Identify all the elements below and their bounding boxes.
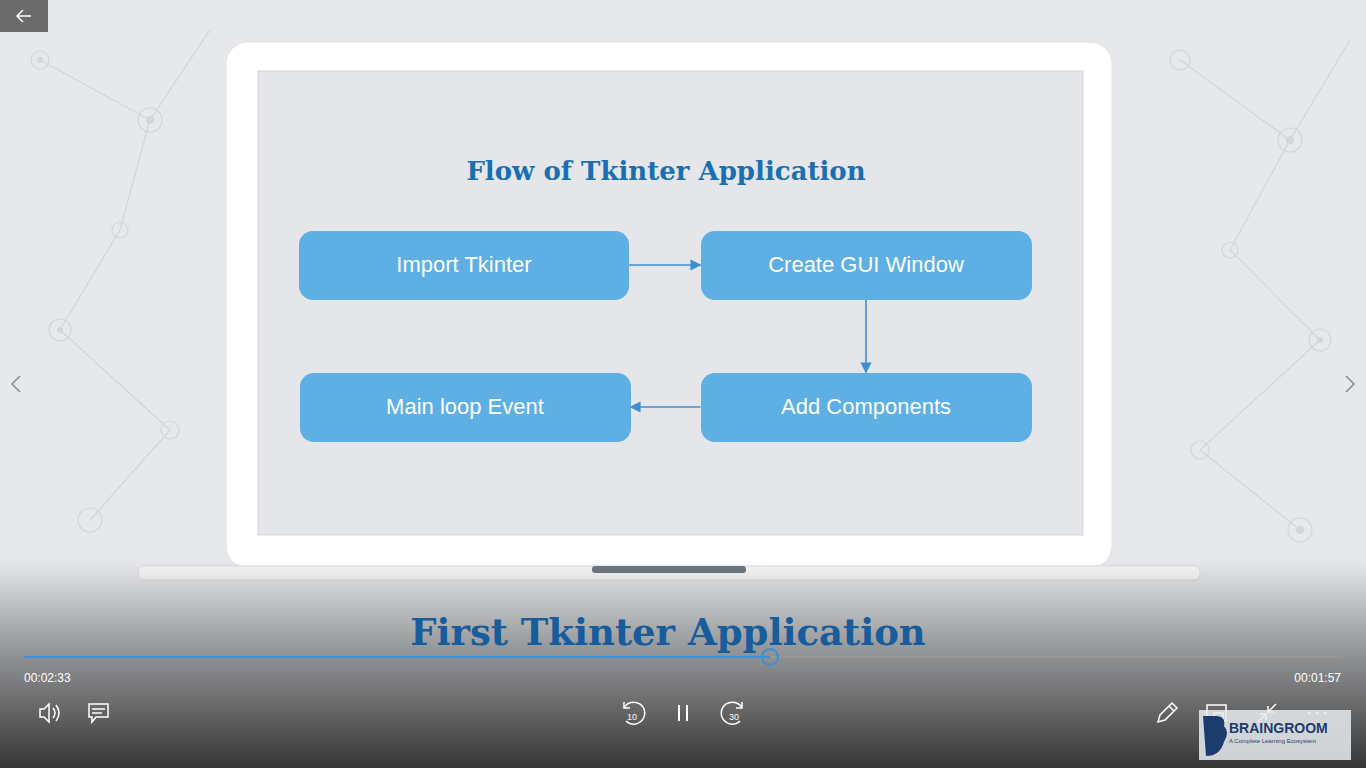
process-box: Import Tkinter bbox=[299, 231, 629, 300]
flow-arrow bbox=[631, 406, 701, 408]
progress-fill bbox=[24, 656, 770, 658]
player-controls bbox=[40, 702, 1276, 724]
flow-arrow bbox=[629, 264, 701, 266]
volume-waves bbox=[53, 705, 59, 721]
box-label: Add Components bbox=[781, 394, 951, 420]
process-box: Main loop Event bbox=[300, 373, 631, 442]
back-arrow bbox=[17, 10, 31, 22]
back-button bbox=[0, 0, 48, 32]
process-box: Create GUI Window bbox=[701, 231, 1032, 300]
control-shade bbox=[0, 560, 1366, 768]
pen-icon bbox=[1158, 703, 1177, 722]
prev-chevron bbox=[12, 376, 20, 392]
logo-tagline: A Complete Learning Ecosystem bbox=[1229, 738, 1316, 744]
pause-icon bbox=[679, 705, 687, 721]
laptop-screen bbox=[258, 71, 1083, 535]
rewind-icon bbox=[624, 702, 645, 724]
logo-text: BRAINGROOM bbox=[1229, 720, 1328, 736]
box-label: Create GUI Window bbox=[768, 252, 964, 278]
skip-forward-seconds: 30 bbox=[729, 712, 739, 722]
skip-back-seconds: 10 bbox=[627, 712, 637, 722]
elapsed-time: 00:02:33 bbox=[24, 671, 71, 685]
logo-mark bbox=[1203, 716, 1227, 756]
process-box: Add Components bbox=[701, 373, 1032, 442]
forward-icon bbox=[721, 702, 742, 724]
volume-icon bbox=[40, 704, 49, 722]
box-label: Main loop Event bbox=[386, 394, 544, 420]
laptop-lid bbox=[226, 42, 1112, 568]
remaining-time: 00:01:57 bbox=[1294, 671, 1341, 685]
progress-track bbox=[24, 656, 1342, 658]
flow-arrow bbox=[865, 300, 867, 373]
captions-icon bbox=[89, 704, 108, 722]
logo-panel bbox=[1199, 710, 1351, 760]
diagram-title: Flow of Tkinter Application bbox=[462, 154, 869, 188]
slide-caption: First Tkinter Application bbox=[410, 612, 926, 652]
next-chevron bbox=[1346, 376, 1354, 392]
box-label: Import Tkinter bbox=[396, 252, 531, 278]
